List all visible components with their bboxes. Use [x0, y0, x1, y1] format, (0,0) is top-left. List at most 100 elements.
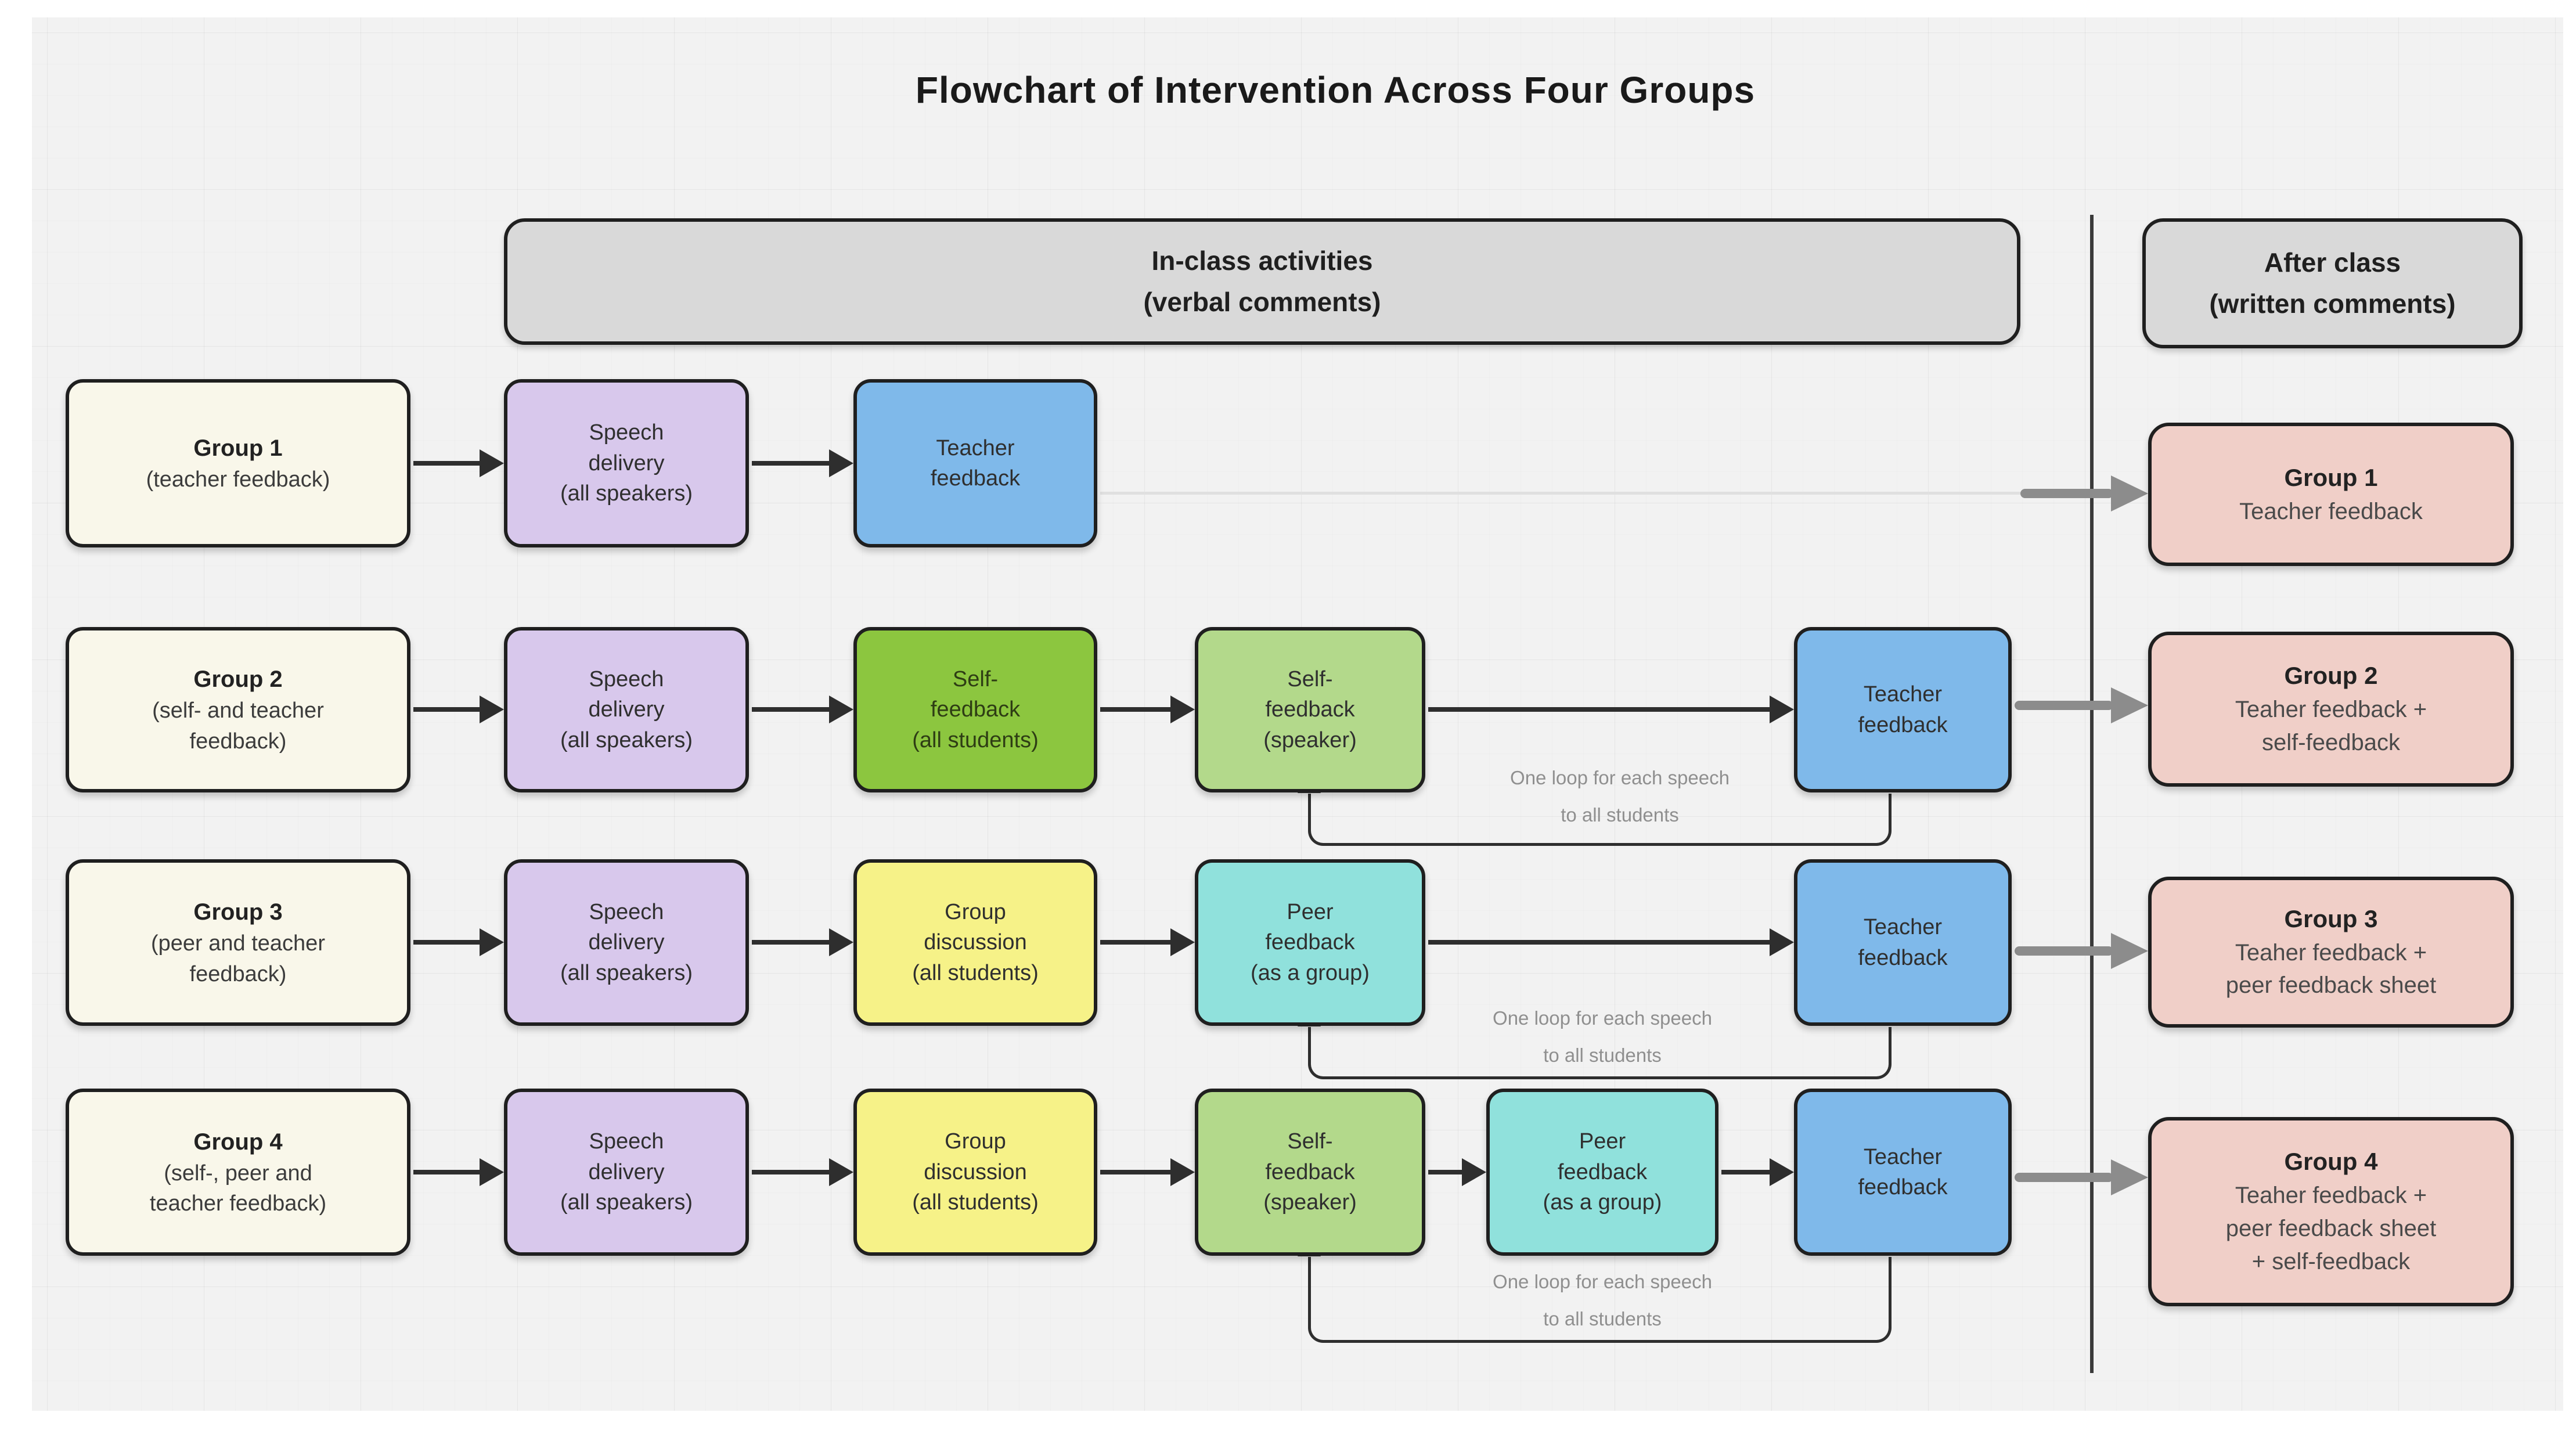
- arrowhead-g4-teacherfb: [1770, 1158, 1794, 1186]
- node-group-discussion-g4-label: Group discussion (all students): [912, 1129, 1039, 1215]
- loop-arrow-g2: [1308, 794, 1892, 846]
- arrowhead-g2-teacherfb: [1770, 696, 1794, 723]
- node-teacher-feedback-g3: Teacher feedback: [1794, 859, 2012, 1026]
- node-teacher-feedback-g4: Teacher feedback: [1794, 1089, 2012, 1256]
- node-group3-name: Group 3: [193, 899, 283, 925]
- arrow-g3-teacherfb: [1428, 940, 1772, 945]
- node-outcome-group3-desc: Teaher feedback + peer feedback sheet: [2225, 939, 2437, 999]
- node-group3: Group 3 (peer and teacher feedback): [66, 859, 410, 1026]
- node-self-feedback-all-g2-label: Self- feedback (all students): [912, 666, 1039, 752]
- section-arrow-g2: [2015, 701, 2113, 710]
- header-in-class-activities: In-class activities (verbal comments): [504, 218, 2020, 345]
- arrow-g4-teacherfb: [1721, 1170, 1772, 1174]
- node-speech-delivery-g4-label: Speech delivery (all speakers): [560, 1129, 693, 1215]
- node-group-discussion-g3-label: Group discussion (all students): [912, 899, 1039, 985]
- node-group1: Group 1 (teacher feedback): [66, 379, 410, 547]
- arrowhead-g4-selfspeaker: [1170, 1158, 1195, 1186]
- node-outcome-group1-name: Group 1: [2284, 463, 2378, 491]
- connector-line-g1: [1100, 492, 2020, 495]
- node-group3-desc: (peer and teacher feedback): [151, 931, 325, 986]
- node-outcome-group2-desc: Teaher feedback + self-feedback: [2235, 697, 2427, 755]
- node-speech-delivery-g1-label: Speech delivery (all speakers): [560, 420, 693, 506]
- node-outcome-group1-desc: Teacher feedback: [2239, 498, 2423, 524]
- arrow-g4-speech: [413, 1170, 482, 1174]
- node-peer-feedback-g3-label: Peer feedback (as a group): [1251, 899, 1370, 985]
- arrow-g2-selfall: [752, 707, 831, 712]
- arrow-g4-discussion: [752, 1170, 831, 1174]
- node-group4-desc: (self-, peer and teacher feedback): [149, 1161, 327, 1216]
- node-self-feedback-all-g2: Self- feedback (all students): [853, 627, 1097, 792]
- arrowhead-g3-teacherfb: [1770, 928, 1794, 956]
- arrowhead-g2-speech: [480, 696, 504, 723]
- node-speech-delivery-g3: Speech delivery (all speakers): [504, 859, 749, 1026]
- arrow-g3-discussion: [752, 940, 831, 945]
- node-outcome-group2-name: Group 2: [2284, 662, 2378, 690]
- section-arrow-g4: [2015, 1173, 2113, 1182]
- node-outcome-group3: Group 3 Teaher feedback + peer feedback …: [2148, 877, 2514, 1028]
- arrow-g3-speech: [413, 940, 482, 945]
- arrowhead-g1-speech: [480, 449, 504, 477]
- arrow-g4-selfspeaker: [1100, 1170, 1173, 1174]
- arrow-g2-teacherfb: [1428, 707, 1772, 712]
- node-group2-desc: (self- and teacher feedback): [152, 698, 324, 754]
- node-teacher-feedback-g1: Teacher feedback: [853, 379, 1097, 547]
- section-arrowhead-g3: [2111, 933, 2148, 969]
- node-speech-delivery-g4: Speech delivery (all speakers): [504, 1089, 749, 1256]
- node-group4-name: Group 4: [193, 1129, 283, 1155]
- arrowhead-g2-selfspeaker: [1170, 696, 1195, 723]
- node-peer-feedback-g4-label: Peer feedback (as a group): [1543, 1129, 1662, 1215]
- node-speech-delivery-g1: Speech delivery (all speakers): [504, 379, 749, 547]
- loop-arrow-g4: [1308, 1257, 1892, 1343]
- node-self-feedback-speaker-g2: Self- feedback (speaker): [1195, 627, 1425, 792]
- diagram-title: Flowchart of Intervention Across Four Gr…: [915, 69, 1756, 111]
- arrow-g2-selfspeaker: [1100, 707, 1173, 712]
- arrowhead-g3-discussion: [829, 928, 853, 956]
- section-divider-line: [2090, 215, 2094, 1373]
- arrowhead-g4-discussion: [829, 1158, 853, 1186]
- arrow-g3-peer: [1100, 940, 1173, 945]
- node-speech-delivery-g2: Speech delivery (all speakers): [504, 627, 749, 792]
- node-group1-name: Group 1: [193, 435, 283, 461]
- node-group2-name: Group 2: [193, 666, 283, 693]
- node-self-feedback-speaker-g4-label: Self- feedback (speaker): [1263, 1129, 1357, 1215]
- node-outcome-group3-name: Group 3: [2284, 905, 2378, 932]
- arrowhead-g4-speech: [480, 1158, 504, 1186]
- node-self-feedback-speaker-g4: Self- feedback (speaker): [1195, 1089, 1425, 1256]
- loop-arrow-g3: [1308, 1027, 1892, 1079]
- node-peer-feedback-g3: Peer feedback (as a group): [1195, 859, 1425, 1026]
- section-arrowhead-g1: [2111, 475, 2148, 511]
- node-outcome-group1: Group 1 Teacher feedback: [2148, 423, 2514, 566]
- loop-note-g2: One loop for each speech to all students: [1510, 767, 1730, 826]
- arrow-g1-speech: [413, 461, 482, 466]
- arrowhead-g3-speech: [480, 928, 504, 956]
- section-arrow-g1: [2020, 489, 2113, 498]
- node-self-feedback-speaker-g2-label: Self- feedback (speaker): [1263, 666, 1357, 752]
- section-arrowhead-g2: [2111, 687, 2148, 723]
- node-outcome-group4: Group 4 Teaher feedback + peer feedback …: [2148, 1117, 2514, 1306]
- arrow-g1-teacher: [752, 461, 831, 466]
- node-outcome-group2: Group 2 Teaher feedback + self-feedback: [2148, 632, 2514, 787]
- node-group-discussion-g3: Group discussion (all students): [853, 859, 1097, 1026]
- node-group1-desc: (teacher feedback): [146, 467, 330, 492]
- node-group4: Group 4 (self-, peer and teacher feedbac…: [66, 1089, 410, 1256]
- node-speech-delivery-g2-label: Speech delivery (all speakers): [560, 666, 693, 752]
- node-outcome-group4-desc: Teaher feedback + peer feedback sheet + …: [2225, 1183, 2437, 1274]
- arrow-g4-peer: [1428, 1170, 1464, 1174]
- node-teacher-feedback-g2-label: Teacher feedback: [1858, 682, 1948, 737]
- arrowhead-g1-teacher: [829, 449, 853, 477]
- loop-note-g4: One loop for each speech to all students: [1493, 1271, 1712, 1330]
- arrowhead-g3-peer: [1170, 928, 1195, 956]
- node-peer-feedback-g4: Peer feedback (as a group): [1486, 1089, 1718, 1256]
- node-speech-delivery-g3-label: Speech delivery (all speakers): [560, 899, 693, 985]
- section-arrow-g3: [2015, 946, 2113, 956]
- node-teacher-feedback-g1-label: Teacher feedback: [930, 435, 1021, 491]
- node-teacher-feedback-g3-label: Teacher feedback: [1858, 915, 1948, 970]
- loop-note-g3: One loop for each speech to all students: [1493, 1007, 1712, 1067]
- arrow-g2-speech: [413, 707, 482, 712]
- node-group-discussion-g4: Group discussion (all students): [853, 1089, 1097, 1256]
- arrowhead-g2-selfall: [829, 696, 853, 723]
- arrowhead-g4-peer: [1462, 1158, 1486, 1186]
- node-teacher-feedback-g2: Teacher feedback: [1794, 627, 2012, 792]
- node-outcome-group4-name: Group 4: [2284, 1148, 2378, 1176]
